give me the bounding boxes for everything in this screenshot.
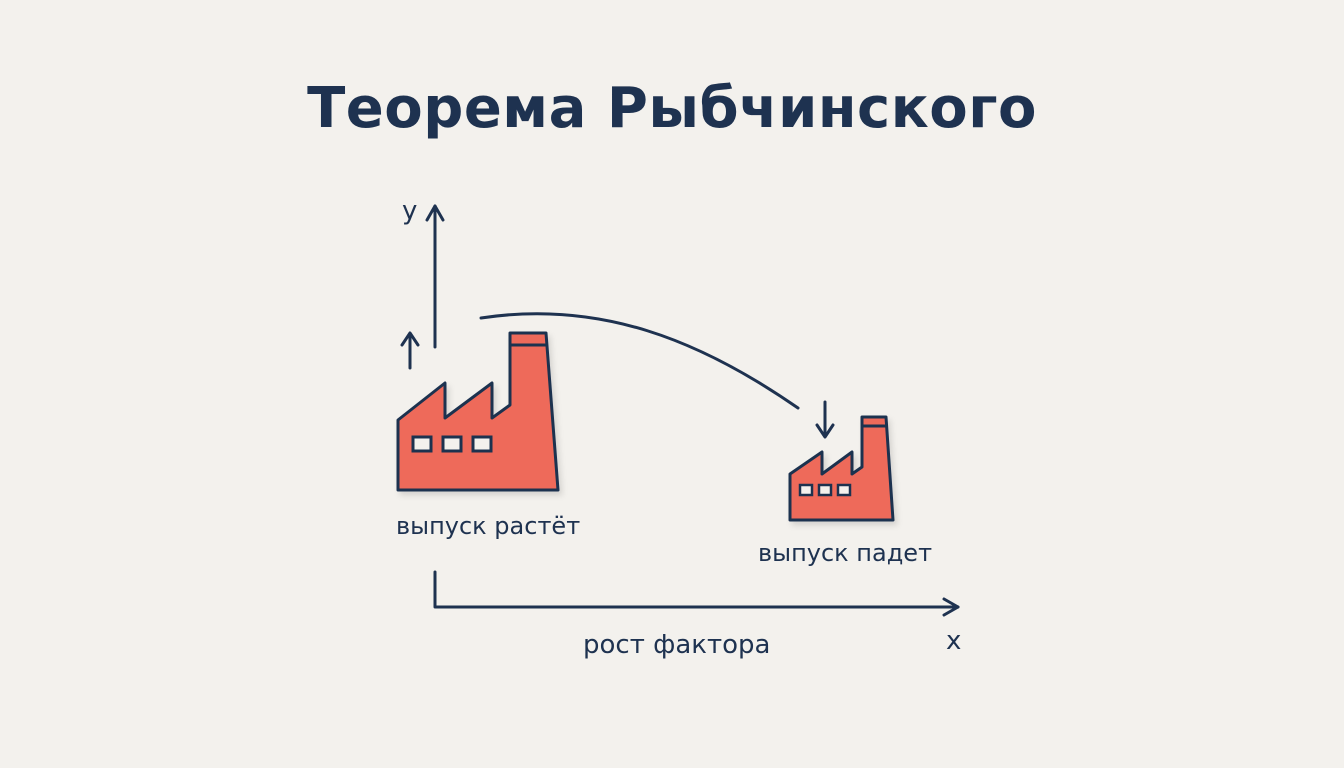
diagram-title: Теорема Рыбчинского <box>307 76 1037 141</box>
x-axis-caption: рост фактора <box>583 630 771 660</box>
large-factory-icon <box>396 331 560 492</box>
rybczynski-curve <box>479 312 800 410</box>
output-up-arrow-icon <box>400 331 420 370</box>
x-axis-label: x <box>946 626 962 656</box>
large-factory-caption: выпуск растёт <box>396 512 581 540</box>
x-axis <box>433 570 960 617</box>
small-factory-icon <box>788 415 895 522</box>
y-axis <box>425 204 445 349</box>
y-axis-label: y <box>402 196 418 226</box>
small-factory-caption: выпуск падет <box>758 539 933 567</box>
output-down-arrow-icon <box>815 400 835 439</box>
